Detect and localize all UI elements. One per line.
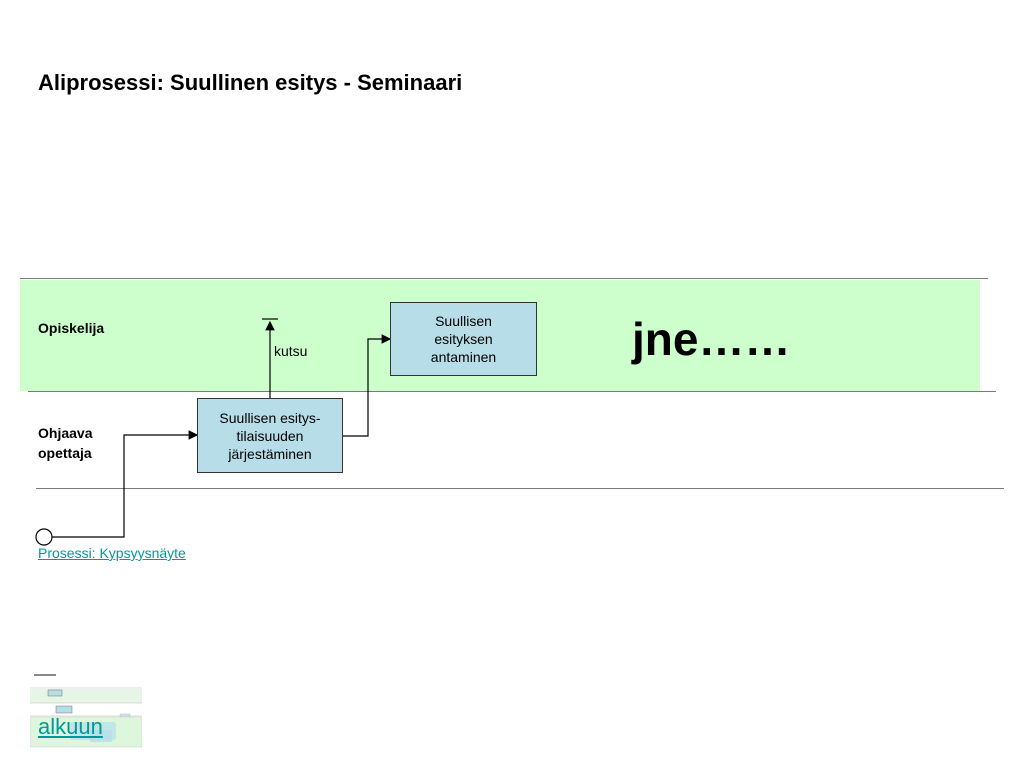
start-event <box>35 528 53 546</box>
lane-divider-top <box>20 278 988 279</box>
step-arrange-seminar: Suullisen esitys- tilaisuuden järjestämi… <box>197 398 343 473</box>
overview-thumbnail-icon <box>29 668 143 748</box>
lane-label-opiskelija: Opiskelija <box>38 318 104 338</box>
step-give-presentation: Suullisen esityksen antaminen <box>390 302 537 376</box>
step-present-line-2: esityksen <box>434 331 493 347</box>
flow-arrange-to-present <box>342 334 392 437</box>
lane-label-line-2: opettaja <box>38 445 92 461</box>
overview-thumbnail[interactable] <box>29 668 143 748</box>
step-arrange-line-1: Suullisen esitys- <box>219 409 321 426</box>
lane-label-opiskelija-text: Opiskelija <box>38 320 105 336</box>
lane-divider-middle <box>28 391 996 392</box>
lane-divider-bottom <box>36 488 1004 489</box>
flow-start-to-arrange <box>52 430 199 538</box>
step-present-line-1: Suullisen <box>435 313 492 329</box>
step-arrange-line-2: tilaisuuden <box>236 427 304 444</box>
page-title: Aliprosessi: Suullinen esitys - Seminaar… <box>38 70 463 95</box>
link-parent-process[interactable]: Prosessi: Kypsyysnäyte <box>38 545 186 561</box>
signal-label-kutsu: kutsu <box>274 343 308 359</box>
lane-label-ohjaava-opettaja: Ohjaava opettaja <box>38 423 92 463</box>
continuation-text: jne…… <box>632 313 791 365</box>
step-arrange-line-3: järjestäminen <box>228 445 312 462</box>
link-back-to-start[interactable]: alkuun <box>38 714 103 739</box>
lane-label-line-1: Ohjaava <box>38 425 93 441</box>
step-present-line-3: antaminen <box>430 349 497 365</box>
